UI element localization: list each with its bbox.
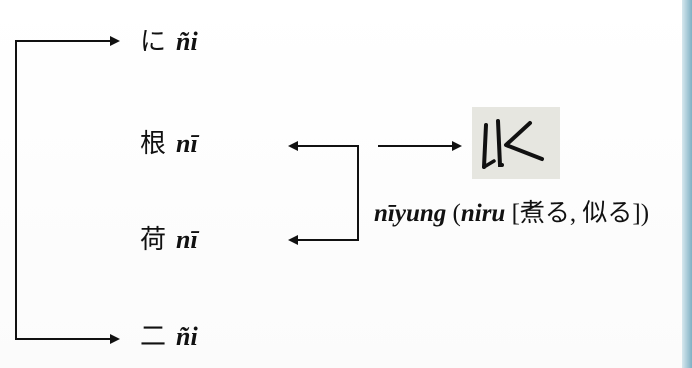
term-romanization: ñi — [176, 322, 198, 351]
ancient-glyph-image — [472, 107, 560, 179]
glyph-caption: nīyung (niru [煮る, 似る]) — [374, 201, 649, 226]
term-romanization: ñi — [176, 27, 198, 56]
term-ni-hiragana: に ñi — [140, 29, 198, 55]
term-romanization: nī — [176, 225, 198, 254]
term-ne-root: 根 nī — [140, 131, 198, 157]
caption-word: nīyung — [374, 200, 447, 227]
left-bracket-line — [15, 40, 120, 344]
caption-inner-word: niru — [460, 200, 506, 227]
glyph-drawing — [482, 119, 544, 169]
term-kanji: に — [140, 27, 167, 56]
right-bracket-line — [290, 145, 359, 241]
term-kanji: 根 — [140, 129, 167, 158]
term-ni-two: 二 ñi — [140, 324, 198, 350]
caption-paren-open: ( — [446, 200, 461, 227]
term-kanji: 二 — [140, 322, 167, 351]
term-ni-load: 荷 nī — [140, 227, 198, 253]
term-romanization: nī — [176, 129, 198, 158]
caption-bracket-content: [煮る, 似る]) — [505, 200, 650, 227]
term-kanji: 荷 — [140, 225, 167, 254]
right-edge-border — [682, 0, 692, 368]
